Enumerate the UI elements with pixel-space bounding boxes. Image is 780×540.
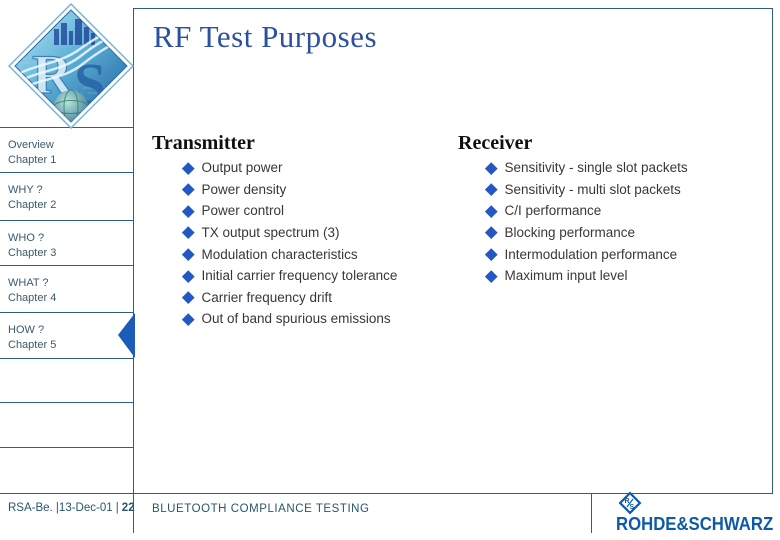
sidebar-item-label: WHO ? — [8, 232, 45, 244]
bullet-item-text: C/I performance — [504, 203, 602, 219]
sidebar-chapter-item[interactable]: WHO ? Chapter 3 — [0, 220, 133, 265]
transmitter-heading: Transmitter — [152, 132, 255, 154]
bullet-diamond-icon — [485, 226, 498, 239]
bullet-item-text: Modulation characteristics — [201, 246, 358, 262]
sidebar-item-label: HOW ? — [8, 324, 45, 336]
transmitter-list: Output power Power density Power control… — [182, 157, 398, 330]
bullet-diamond-icon — [182, 312, 195, 325]
sidebar-item-chapter: Chapter 5 — [8, 339, 57, 351]
footer-logo-divider — [591, 494, 592, 533]
bullet-diamond-icon — [182, 291, 195, 304]
bullet-item: Power density — [182, 179, 397, 201]
bullet-item-text: TX output spectrum (3) — [201, 225, 340, 241]
bullet-item-text: Power density — [201, 181, 287, 197]
sidebar-item-label: WHY ? — [8, 184, 43, 196]
bullet-item: C/I performance — [485, 200, 688, 222]
bullet-item-text: Output power — [201, 160, 283, 176]
bullet-item: Initial carrier frequency tolerance — [182, 265, 398, 287]
bullet-item: Modulation characteristics — [182, 243, 397, 265]
bullet-item-text: Sensitivity - single slot packets — [504, 160, 688, 176]
svg-text:S: S — [630, 504, 635, 511]
bullet-item: Intermodulation performance — [485, 243, 688, 265]
sidebar-vertical-line — [133, 494, 134, 533]
bullet-diamond-icon — [485, 269, 498, 282]
footer-presentation-title: BLUETOOTH COMPLIANCE TESTING — [152, 503, 370, 515]
bullet-item: TX output spectrum (3) — [182, 222, 397, 244]
bullet-item-text: Maximum input level — [504, 268, 628, 284]
bullet-item: Sensitivity - multi slot packets — [485, 179, 688, 201]
bullet-diamond-icon — [182, 269, 195, 282]
bullet-diamond-icon — [182, 183, 195, 196]
sidebar-empty-row — [0, 447, 133, 493]
svg-text:R: R — [625, 498, 630, 505]
bullet-item: Maximum input level — [485, 265, 688, 287]
bullet-diamond-icon — [182, 226, 195, 239]
sidebar-item-chapter: Chapter 1 — [8, 154, 57, 166]
footer-page-number: 22 — [121, 502, 135, 514]
bullet-item-text: Out of band spurious emissions — [201, 311, 391, 327]
footer-author-date: RSA-Be. |13-Dec-01 | — [8, 502, 119, 514]
sidebar-chapter-item[interactable]: WHY ? Chapter 2 — [0, 172, 133, 220]
bullet-item: Power control — [182, 200, 397, 222]
bullet-item-text: Power control — [201, 203, 285, 219]
sidebar-chapter-item[interactable]: HOW ? Chapter 5 — [0, 312, 133, 358]
sidebar-item-label: Overview — [8, 139, 54, 151]
rs-collage-logo-icon: R S — [7, 2, 135, 130]
receiver-heading: Receiver — [458, 132, 533, 154]
sidebar-empty-row — [0, 402, 133, 447]
sidebar-chapter-item[interactable]: WHAT ? Chapter 4 — [0, 265, 133, 312]
sidebar-empty-row — [0, 358, 133, 402]
bullet-diamond-icon — [485, 161, 498, 174]
rohde-schwarz-logo: R S ROHDE&SCHWARZ — [614, 490, 774, 536]
sidebar-item-label: WHAT ? — [8, 277, 49, 289]
rs-collage-logo: R S — [7, 2, 135, 130]
bullet-diamond-icon — [182, 161, 195, 174]
page-title: RF Test Purposes — [153, 19, 378, 54]
receiver-list: Sensitivity - single slot packets Sensit… — [485, 157, 688, 287]
sidebar-item-chapter: Chapter 2 — [8, 199, 57, 211]
bullet-item-text: Blocking performance — [504, 225, 636, 241]
sidebar-item-chapter: Chapter 4 — [8, 292, 57, 304]
active-chapter-arrow-icon — [118, 313, 135, 358]
bullet-diamond-icon — [485, 183, 498, 196]
bullet-diamond-icon — [182, 204, 195, 217]
bullet-item-text: Sensitivity - multi slot packets — [504, 181, 681, 197]
footer-slide-info: RSA-Be. |13-Dec-01 |22 — [8, 502, 135, 514]
bullet-item: Out of band spurious emissions — [182, 308, 397, 330]
bullet-item-text: Intermodulation performance — [504, 246, 678, 262]
rohde-schwarz-wordmark: ROHDE&SCHWARZ — [616, 514, 774, 534]
sidebar-empty-rows — [0, 358, 133, 493]
bullet-item: Blocking performance — [485, 222, 688, 244]
rs-diamond-icon: R S — [617, 490, 643, 521]
sidebar-item-chapter: Chapter 3 — [8, 247, 57, 259]
bullet-item: Output power — [182, 157, 397, 179]
bullet-diamond-icon — [485, 248, 498, 261]
footer-top-line — [0, 493, 134, 494]
bullet-diamond-icon — [182, 248, 195, 261]
bullet-diamond-icon — [485, 204, 498, 217]
slide-frame — [133, 8, 773, 494]
sidebar-chapter-item[interactable]: Overview Chapter 1 — [0, 127, 133, 172]
bullet-item: Carrier frequency drift — [182, 287, 397, 309]
bullet-item-text: Carrier frequency drift — [201, 289, 333, 305]
bullet-item-text: Initial carrier frequency tolerance — [201, 268, 398, 284]
bullet-item: Sensitivity - single slot packets — [485, 157, 688, 179]
chapter-sidebar: Overview Chapter 1 WHY ? Chapter 2 WHO ?… — [0, 127, 133, 358]
